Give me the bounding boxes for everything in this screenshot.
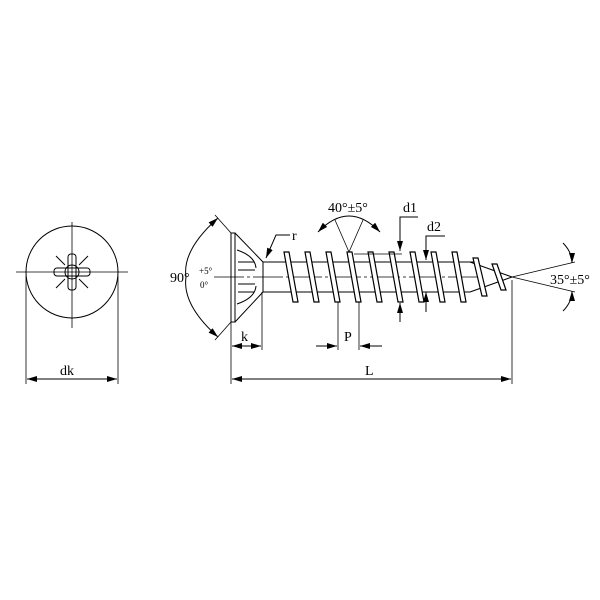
thread-flank <box>409 251 425 303</box>
thread-flank <box>325 251 341 303</box>
thread-flank <box>451 251 467 303</box>
thread-flank <box>283 251 299 303</box>
thread-flank <box>367 251 383 303</box>
thread-angle-label: 40°±5° <box>328 201 368 216</box>
screw-side-view <box>214 232 513 323</box>
head-angle-label: 90° <box>170 271 190 286</box>
thread-flank <box>491 263 507 291</box>
dk-label: dk <box>60 364 74 379</box>
thread-flanks <box>283 251 507 303</box>
head-angle-tol-minus: 0° <box>200 280 209 290</box>
thread-flank <box>472 257 488 297</box>
L-label: L <box>365 364 374 379</box>
thread-flank <box>346 251 362 303</box>
phillips-recess-icon <box>53 253 91 291</box>
k-label: k <box>241 330 248 345</box>
thread-flank <box>430 251 446 303</box>
head-angle-tol-plus: +5° <box>199 266 213 276</box>
d1-label: d1 <box>403 201 417 216</box>
thread-flank <box>304 251 320 303</box>
dimensions: L k P r d1 d2 40°±5° 90° +5° 0° <box>170 201 590 384</box>
thread-flank <box>388 251 404 303</box>
head-top-view: dk <box>16 222 128 384</box>
P-label: P <box>344 330 352 345</box>
tip-angle-label: 35°±5° <box>550 273 590 288</box>
d2-label: d2 <box>427 220 441 235</box>
r-label: r <box>292 229 297 244</box>
